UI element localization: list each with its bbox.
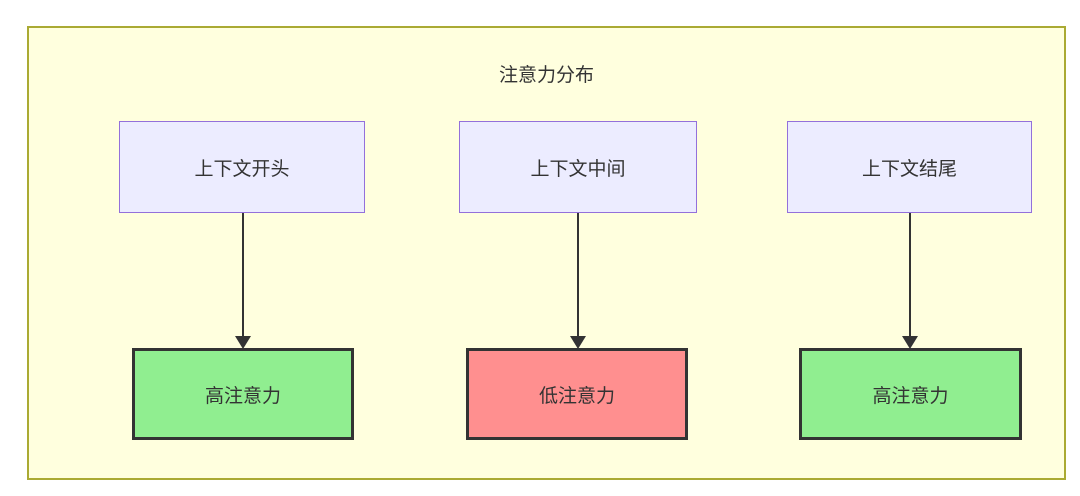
arrow-head-icon [570,336,586,349]
arrow-head-icon [902,336,918,349]
node-label: 上下文中间 [530,157,626,180]
node-label: 低注意力 [538,384,615,407]
diagram-title: 注意力分布 [498,64,594,86]
arrow-shaft [242,213,244,337]
node-label: 高注意力 [872,384,949,407]
node-high-attention-2: 高注意力 [799,348,1022,440]
arrow-shaft [577,213,579,337]
arrow-head-icon [235,336,251,349]
node-context-middle: 上下文中间 [459,121,697,213]
node-label: 高注意力 [204,384,281,407]
arrow-shaft [909,213,911,337]
node-context-beginning: 上下文开头 [119,121,365,213]
node-high-attention-1: 高注意力 [132,348,354,440]
attention-distribution-panel: 注意力分布 上下文开头 高注意力 上下文中间 低注意力 上下文结尾 高注意力 [27,26,1066,480]
node-context-end: 上下文结尾 [787,121,1032,213]
node-label: 上下文结尾 [861,157,957,180]
node-low-attention: 低注意力 [466,348,688,440]
node-label: 上下文开头 [194,157,290,180]
